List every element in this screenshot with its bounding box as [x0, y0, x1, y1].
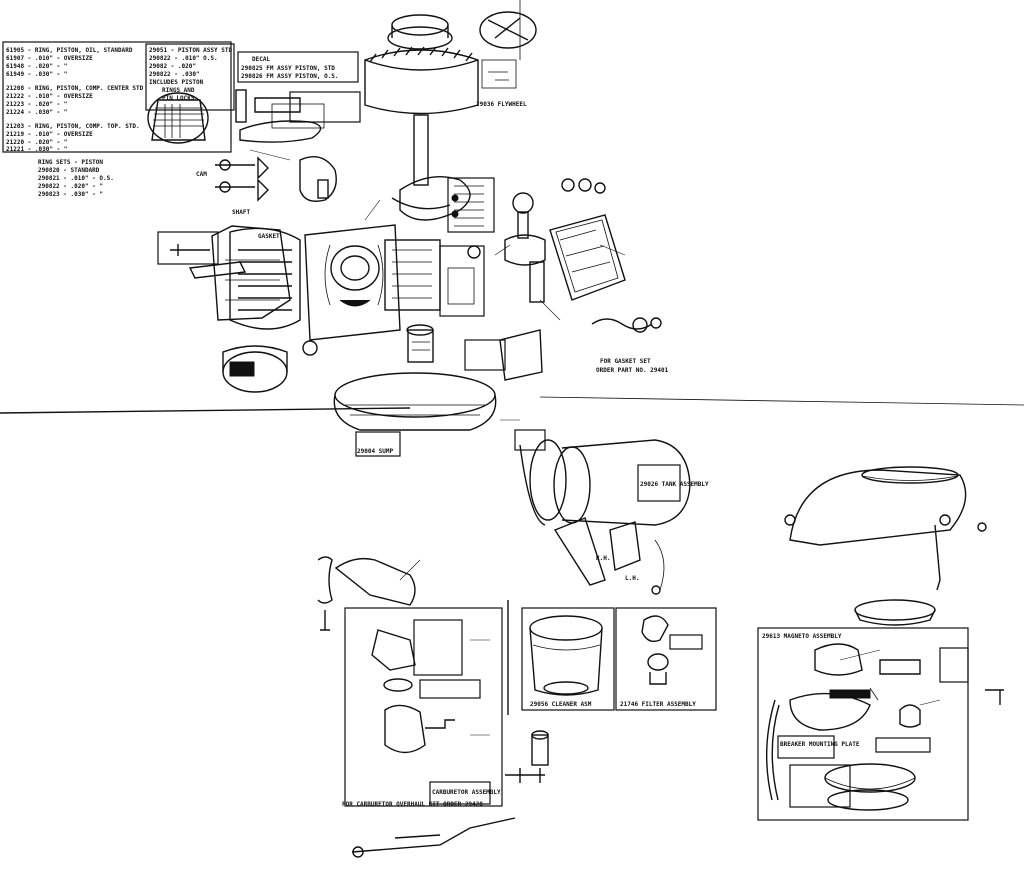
piston-assy-line: RINGS AND: [162, 87, 195, 94]
cylinder-head: [229, 227, 301, 330]
air-cleaner-cup: [222, 340, 318, 393]
blower-housing: [784, 466, 987, 591]
cleaner-label: 29056 CLEANER ASM: [530, 701, 592, 708]
gasket-set-note-2: ORDER PART NO. 29401: [596, 367, 669, 374]
valve-cover: [549, 214, 662, 333]
magneto-assembly: 29613 MAGNETO ASSEMBLY BREAKER MOUNTING …: [757, 599, 1004, 821]
piston-assy-line: 290822 - .010" O.S.: [149, 55, 218, 62]
fuel-tank: 29026 TANK ASSEMBLY R.H. L.H.: [514, 429, 709, 595]
cam-tappets: CAM SHAFT GASKET: [196, 156, 337, 240]
flywheel-label: 29036 FLYWHEEL: [476, 101, 527, 108]
piston-assy-line: INCLUDES PISTON: [149, 79, 204, 86]
ring-notes-box: 61905 - RING, PISTON, OIL, STANDARD 6190…: [2, 41, 232, 153]
decal-line: 290826 FM ASSY PISTON, O.S.: [241, 73, 339, 80]
ring-top-1: 21219 - .010" - OVERSIZE: [6, 131, 93, 138]
flywheel: [364, 49, 479, 115]
ring-top-2: 21220 - .020" - ": [6, 139, 67, 146]
gasket-set-note-1: FOR GASKET SET: [600, 358, 651, 365]
gasket-plate: [499, 329, 543, 381]
ring-top-3: 21221 - .030" - ": [6, 146, 67, 153]
valve-parts-box: [464, 339, 506, 371]
carburetor-section: CARBURETOR ASSEMBLY FOR CARBURETOR OVERH…: [317, 556, 549, 808]
piston-assy-box: 29051 - PISTON ASSY STD 290822 - .010" O…: [145, 43, 235, 111]
air-cleaner-assembly: 29056 CLEANER ASM: [521, 607, 615, 711]
sump-label: 29004 SUMP: [357, 448, 394, 455]
filter-label: 21746 FILTER ASSEMBLY: [620, 701, 696, 708]
cam-gear-box: [447, 177, 495, 233]
crankshaft: [413, 114, 429, 186]
flywheel-assembly: 29036 FLYWHEEL: [364, 11, 537, 221]
separator-line-left: [0, 407, 411, 414]
ring-comp-2: 21223 - .020" - ": [6, 101, 67, 108]
filter-assembly: 21746 FILTER ASSEMBLY: [615, 607, 717, 711]
ring-comp-title: 21208 - RING, PISTON, COMP. CENTER STD: [6, 85, 144, 92]
fuel-line: [351, 817, 516, 853]
shaft-label: SHAFT: [232, 209, 250, 216]
valve-assembly: [504, 178, 606, 303]
ring-oil-title: 61905 - RING, PISTON, OIL, STANDARD: [6, 47, 133, 54]
ring-oil-1: 61907 - .010" - OVERSIZE: [6, 55, 93, 62]
sump: 29004 SUMP: [333, 372, 497, 457]
screen-disc: [479, 11, 537, 49]
rod-box: [289, 91, 361, 123]
piston-assy-line: 29082 - .020": [149, 63, 196, 70]
decal-title: DECAL: [252, 56, 270, 63]
tank-label: 29026 TANK ASSEMBLY: [640, 481, 709, 488]
ring-comp-3: 21224 - .030" - ": [6, 109, 67, 116]
decal-line: 290825 FM ASSY PISTON, STD: [241, 65, 335, 72]
pulley: [391, 14, 449, 36]
breaker-plate-label: BREAKER MOUNTING PLATE: [780, 741, 860, 748]
leader-lines: [249, 149, 941, 736]
piston-ring-drawing: [147, 92, 209, 144]
ring-comp-1: 21222 - .010" - OVERSIZE: [6, 93, 93, 100]
ring-oil-2: 61948 - .020" - ": [6, 63, 67, 70]
piston-center: [406, 324, 434, 363]
piston-assy-title: 29051 - PISTON ASSY STD: [149, 47, 232, 54]
decal-box: DECAL 290825 FM ASSY PISTON, STD 290826 …: [237, 51, 359, 83]
ring-top-title: 21203 - RING, PISTON, COMP. TOP. STD.: [6, 123, 140, 130]
ring-sets-1: 290820 - STANDARD: [38, 167, 100, 174]
breather-plate: [157, 231, 247, 279]
ring-sets-3: 290822 - .020" - ": [38, 183, 103, 190]
gasket-label: GASKET: [258, 233, 280, 240]
cam-label: CAM: [196, 171, 207, 178]
piston-assy-line: 290822 - .030": [149, 71, 200, 78]
magneto-label: 29613 MAGNETO ASSEMBLY: [762, 633, 842, 640]
carburetor-box: [344, 607, 503, 807]
magneto-box: [757, 627, 969, 821]
connecting-rod-drawing: [235, 89, 361, 143]
ring-sets-title: RING SETS - PISTON: [38, 159, 103, 166]
ring-oil-3: 61949 - .030" - ": [6, 71, 67, 78]
ring-sets-2: 290821 - .010" - O.S.: [38, 175, 114, 182]
bracket-lh-label: L.H.: [625, 575, 639, 582]
carburetor-asm-label: CARBURETOR ASSEMBLY: [432, 789, 501, 796]
ring-sets-4: 290823 - .030" - ": [38, 191, 103, 198]
carb-overhaul-note: FOR CARBURETOR OVERHAUL KIT ORDER 29420: [342, 801, 483, 808]
ring-sets-note: RING SETS - PISTON 290820 - STANDARD 290…: [38, 159, 114, 198]
head-shroud: [211, 225, 291, 321]
bracket-rh-label: R.H.: [596, 555, 610, 562]
cylinder-block: [304, 224, 485, 341]
separator-line-right: [539, 396, 1024, 406]
piston-assy-line: PIN LOCKS: [162, 95, 195, 102]
